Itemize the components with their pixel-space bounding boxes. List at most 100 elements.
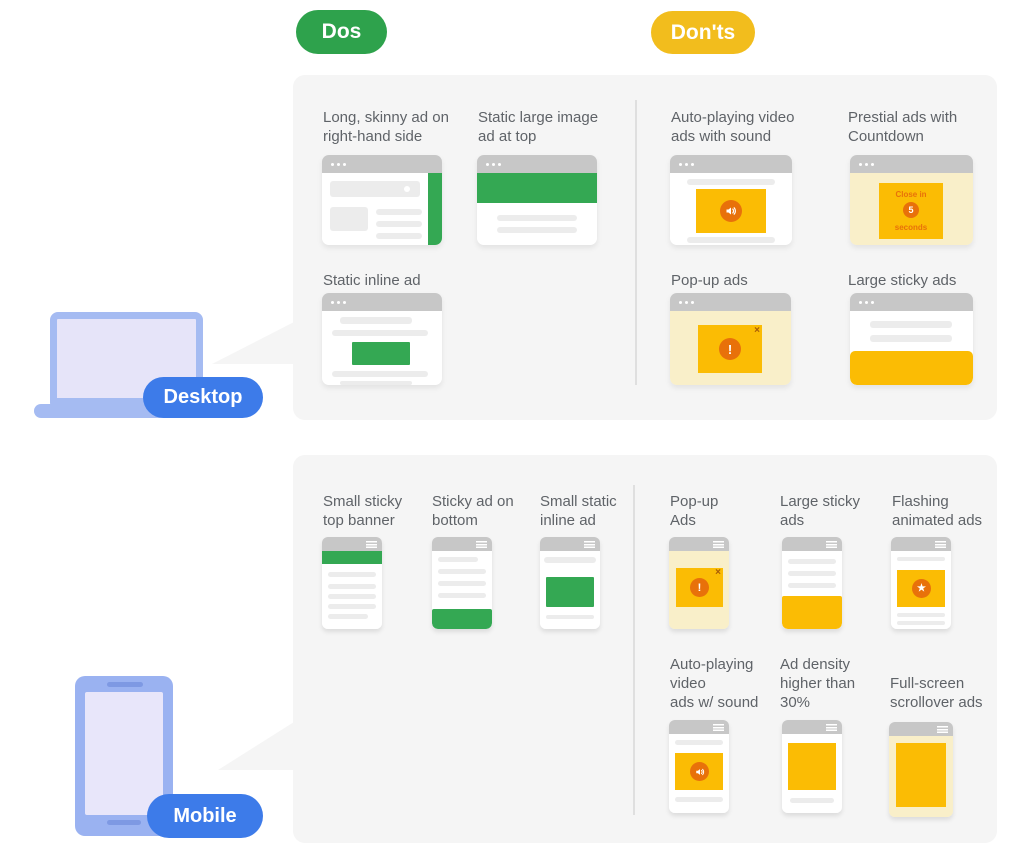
popup-ad: ! × xyxy=(698,325,762,373)
mobile-do-label-inline: Small static inline ad xyxy=(540,493,617,529)
mobile-panel: Small sticky top banner Sticky ad on bot… xyxy=(293,455,997,843)
phone-statusbar xyxy=(669,720,729,734)
mobile-panel-divider xyxy=(633,485,635,815)
mobile-panel-tail xyxy=(218,722,294,770)
dos-badge: Dos xyxy=(296,10,387,54)
content-line xyxy=(438,557,478,562)
mobile-dont-card-video xyxy=(669,720,729,813)
sticky-bottom-ad xyxy=(432,609,492,629)
desktop-panel-divider xyxy=(635,100,637,385)
desktop-panel: Long, skinny ad on right-hand side Stati… xyxy=(293,75,997,420)
desktop-dont-card-video xyxy=(670,155,792,245)
phone-statusbar xyxy=(322,537,382,551)
content-line xyxy=(687,237,775,243)
countdown-ad: Close in 5 seconds xyxy=(879,183,943,239)
phone-home-button xyxy=(107,820,141,825)
exclamation-icon: ! xyxy=(719,338,741,360)
menu-icon xyxy=(713,541,724,548)
speaker-icon xyxy=(720,200,742,222)
video-ad xyxy=(696,189,766,233)
content-line xyxy=(340,381,412,385)
popup-ad: ! × xyxy=(676,568,723,607)
browser-titlebar xyxy=(322,293,442,311)
content-line xyxy=(332,371,428,377)
content-line xyxy=(340,317,412,324)
browser-titlebar xyxy=(670,155,792,173)
mobile-dont-label-density: Ad density higher than 30% xyxy=(780,656,856,711)
menu-icon xyxy=(826,541,837,548)
window-dots-icon xyxy=(679,162,682,166)
phone-statusbar xyxy=(891,537,951,551)
window-dots-icon xyxy=(679,300,682,304)
content-line xyxy=(897,557,945,561)
exclamation-icon: ! xyxy=(690,578,709,597)
menu-icon xyxy=(584,541,595,548)
mobile-dont-card-sticky xyxy=(782,537,842,629)
content-line xyxy=(328,614,368,619)
top-banner-ad xyxy=(322,551,382,564)
sticky-bottom-ad xyxy=(850,351,973,385)
content-line xyxy=(675,740,723,745)
content-line xyxy=(788,559,836,564)
inline-ad xyxy=(546,577,594,607)
skinny-right-ad xyxy=(428,173,442,245)
menu-icon xyxy=(713,724,724,731)
desktop-do-card-inline xyxy=(322,293,442,385)
browser-titlebar xyxy=(850,293,973,311)
window-dots-icon xyxy=(859,300,862,304)
mobile-dont-card-scrollover xyxy=(889,722,953,817)
content-line xyxy=(897,613,945,617)
close-icon: × xyxy=(754,325,760,336)
desktop-device-badge: Desktop xyxy=(143,377,263,418)
content-line xyxy=(870,321,952,328)
phone-statusbar xyxy=(782,720,842,734)
mobile-device-badge: Mobile xyxy=(147,794,263,838)
close-icon: × xyxy=(715,567,721,578)
desktop-do-label-banner: Static large image ad at top xyxy=(478,109,599,145)
phone-speaker xyxy=(107,682,143,687)
desktop-dont-label-sticky: Large sticky ads xyxy=(848,272,957,289)
phone-screen xyxy=(85,692,163,815)
menu-icon xyxy=(476,541,487,548)
phone-statusbar xyxy=(540,537,600,551)
mobile-do-card-top-banner xyxy=(322,537,382,629)
menu-icon xyxy=(826,724,837,731)
mobile-dont-label-popup: Pop-up Ads xyxy=(670,493,719,529)
window-dots-icon xyxy=(331,300,334,304)
dos-badge-label: Dos xyxy=(321,20,362,43)
browser-titlebar xyxy=(477,155,597,173)
mobile-device-label: Mobile xyxy=(173,804,237,827)
donts-badge: Don'ts xyxy=(651,11,755,54)
mobile-dont-card-density xyxy=(782,720,842,813)
content-line xyxy=(376,233,422,239)
desktop-dont-card-countdown: Close in 5 seconds xyxy=(850,155,973,245)
desktop-do-card-skinny-right xyxy=(322,155,442,245)
inline-ad xyxy=(352,342,410,365)
content-line xyxy=(897,621,945,625)
content-line xyxy=(544,557,596,563)
mobile-do-card-inline xyxy=(540,537,600,629)
desktop-dont-card-popup: ! × xyxy=(670,293,791,385)
phone-statusbar xyxy=(669,537,729,551)
window-dots-icon xyxy=(859,162,862,166)
phone-statusbar xyxy=(432,537,492,551)
content-line xyxy=(687,179,775,185)
content-line xyxy=(497,215,577,221)
browser-titlebar xyxy=(850,155,973,173)
flashing-ad: ★ xyxy=(897,570,945,607)
content-line xyxy=(438,593,486,598)
mobile-dont-label-scrollover: Full-screen scrollover ads xyxy=(890,675,983,711)
window-dots-icon xyxy=(331,162,334,166)
content-line xyxy=(790,798,834,803)
desktop-dont-label-popup: Pop-up ads xyxy=(671,272,748,289)
phone-statusbar xyxy=(889,722,953,736)
content-line xyxy=(438,581,486,586)
mobile-dont-card-popup: ! × xyxy=(669,537,729,629)
browser-titlebar xyxy=(670,293,791,311)
high-density-ad xyxy=(788,743,836,790)
phone-statusbar xyxy=(782,537,842,551)
mobile-dont-label-flashing: Flashing animated ads xyxy=(892,493,983,529)
content-line xyxy=(675,797,723,802)
desktop-do-label-inline: Static inline ad xyxy=(323,272,421,289)
